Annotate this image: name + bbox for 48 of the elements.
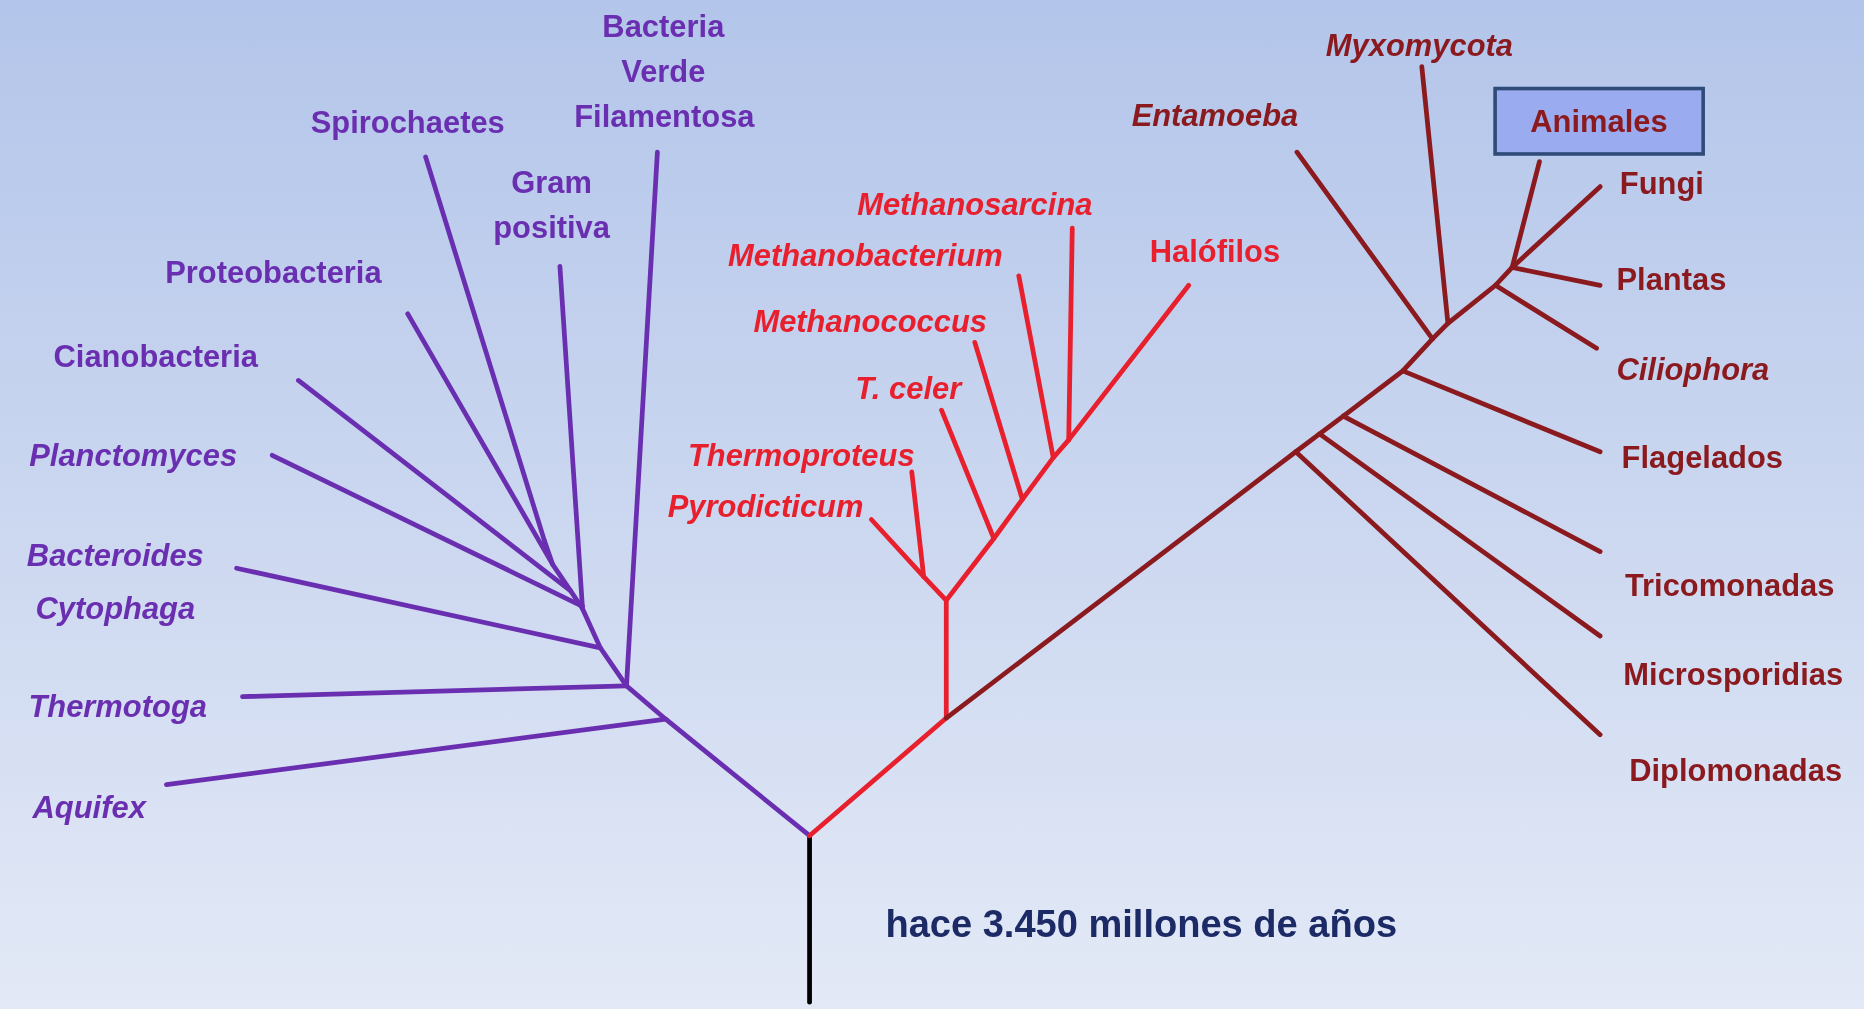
taxon-label: Proteobacteria (165, 249, 382, 295)
tree-branch (234, 565, 603, 651)
taxon-label: Planctomyces (29, 432, 238, 478)
tree-branch (296, 378, 573, 594)
taxon-label: Flagelados (1621, 435, 1784, 481)
tree-branch (405, 311, 556, 568)
taxon-label: Fungi (1619, 160, 1704, 206)
taxon-label: Microsporidias (1623, 651, 1844, 697)
taxon-label: T. celer (855, 366, 962, 412)
tree-branch (1317, 431, 1603, 639)
taxon-label: Entamoeba (1131, 92, 1299, 138)
taxon-label: Cianobacteria (53, 334, 258, 380)
tree-branch (557, 263, 585, 612)
tree-branch (1400, 368, 1603, 455)
tree-branch (1293, 449, 1603, 738)
tree-branch (1340, 413, 1603, 554)
tree-branch (1016, 273, 1056, 461)
taxon-label: Ciliophora (1616, 347, 1770, 393)
taxon-label: Thermotoga (28, 683, 207, 729)
tree-branch (240, 683, 629, 699)
tree-branch (1419, 64, 1451, 326)
taxon-label: Gram positiva (480, 159, 623, 250)
tree-branch (1294, 149, 1435, 342)
tree-branch (972, 340, 1025, 502)
taxon-label: Diplomonadas (1629, 747, 1843, 793)
taxon-label: Thermoproteus (687, 432, 915, 478)
taxon-label: Bacteria Verde Filamentosa (574, 3, 753, 140)
taxon-label: Aquifex (32, 784, 146, 830)
tree-branch (1066, 225, 1075, 443)
taxon-label: Bacteroides Cytophaga (26, 529, 205, 636)
taxon-label: Halófilos (1149, 228, 1281, 274)
taxon-label: Myxomycota (1325, 22, 1513, 68)
tree-branch (423, 154, 547, 544)
tree-branch (269, 452, 585, 609)
tree-branch (1066, 282, 1192, 443)
taxon-label: Tricomonadas (1624, 562, 1835, 608)
taxon-label: Spirochaetes (310, 99, 505, 146)
taxon-label: Plantas (1616, 256, 1727, 302)
taxon-label: Methanococcus (753, 298, 987, 344)
tree-branch (1509, 265, 1603, 288)
highlighted-taxon-box: Animales (1493, 86, 1705, 156)
taxon-label: Methanobacterium (728, 233, 1003, 279)
time-note: hace 3.450 millones de años (885, 901, 1398, 947)
taxon-label: Pyrodicticum (667, 483, 864, 529)
tree-branch (939, 407, 997, 541)
tree-branch (1493, 282, 1599, 351)
tree-branch (164, 716, 669, 787)
taxon-label: Methanosarcina (857, 181, 1093, 228)
